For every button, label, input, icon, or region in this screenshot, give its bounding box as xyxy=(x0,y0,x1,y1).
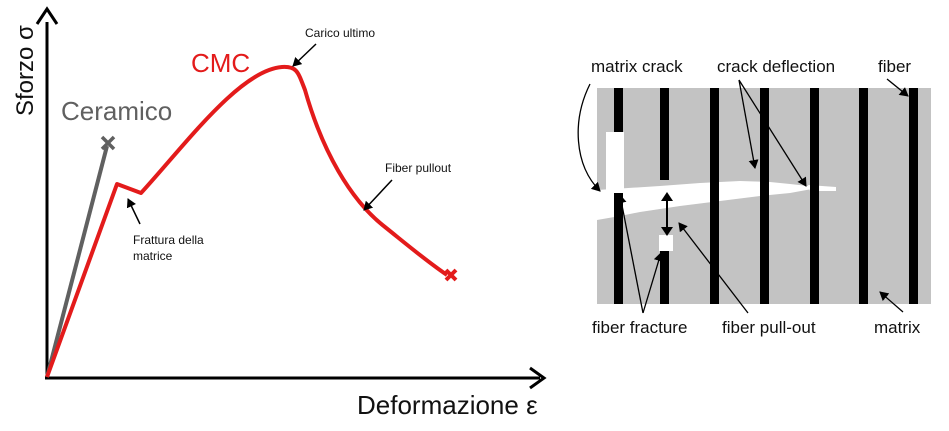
fibers xyxy=(614,88,918,304)
fiber xyxy=(660,251,669,304)
fiber-fracture-arrow xyxy=(642,252,664,314)
cmc-failure-marker xyxy=(444,268,458,282)
fiber-label: fiber xyxy=(878,57,912,76)
fiber-pullout-label: Fiber pullout xyxy=(385,161,452,175)
ceramico-failure-marker xyxy=(100,135,116,151)
carico-ultimo-label: Carico ultimo xyxy=(305,26,376,40)
fiber xyxy=(760,88,769,304)
fiber xyxy=(909,88,918,304)
fiber-pullout-arrow xyxy=(363,179,393,211)
fiber-fracture-label: fiber fracture xyxy=(592,318,688,337)
cmc-series-label: CMC xyxy=(191,48,251,78)
ceramico-series-label: Ceramico xyxy=(61,96,173,126)
stress-strain-diagram xyxy=(35,6,547,390)
frattura-arrow xyxy=(126,198,141,225)
fiber-pullout-label-right: fiber pull-out xyxy=(722,318,816,337)
microstructure-diagram xyxy=(577,78,931,314)
fiber xyxy=(710,88,719,304)
y-axis-label: Sforzo σ xyxy=(12,25,39,116)
fiber xyxy=(810,88,819,304)
fiber xyxy=(859,88,868,304)
fiber xyxy=(614,88,623,132)
y-axis-arrowhead xyxy=(35,6,59,25)
x-axis-label: Deformazione ε xyxy=(357,390,538,420)
carico-ultimo-arrow xyxy=(292,43,317,67)
matrix-arrow xyxy=(879,291,904,313)
crack-deflection-arrow xyxy=(738,79,759,169)
matrix-label: matrix xyxy=(874,318,921,337)
crack-deflection-arrow xyxy=(738,79,807,187)
x-axis-arrowhead xyxy=(529,366,547,390)
pullout-double-arrow xyxy=(661,192,673,236)
crack-deflection-label: crack deflection xyxy=(717,57,836,76)
matrix-crack-arrow xyxy=(577,83,601,192)
matrix-crack-label: matrix crack xyxy=(591,57,683,76)
fiber-arrow xyxy=(886,78,909,97)
cmc-curve xyxy=(45,64,449,378)
frattura-label-line2: matrice xyxy=(133,249,173,263)
fiber xyxy=(660,88,669,180)
frattura-label-line1: Frattura della xyxy=(133,233,204,247)
fiber-fracture-arrow xyxy=(616,194,644,314)
fiber-pullout-arrow xyxy=(678,222,749,314)
ceramico-curve xyxy=(45,145,109,378)
matrix-crack xyxy=(597,132,836,251)
fiber xyxy=(614,193,623,304)
